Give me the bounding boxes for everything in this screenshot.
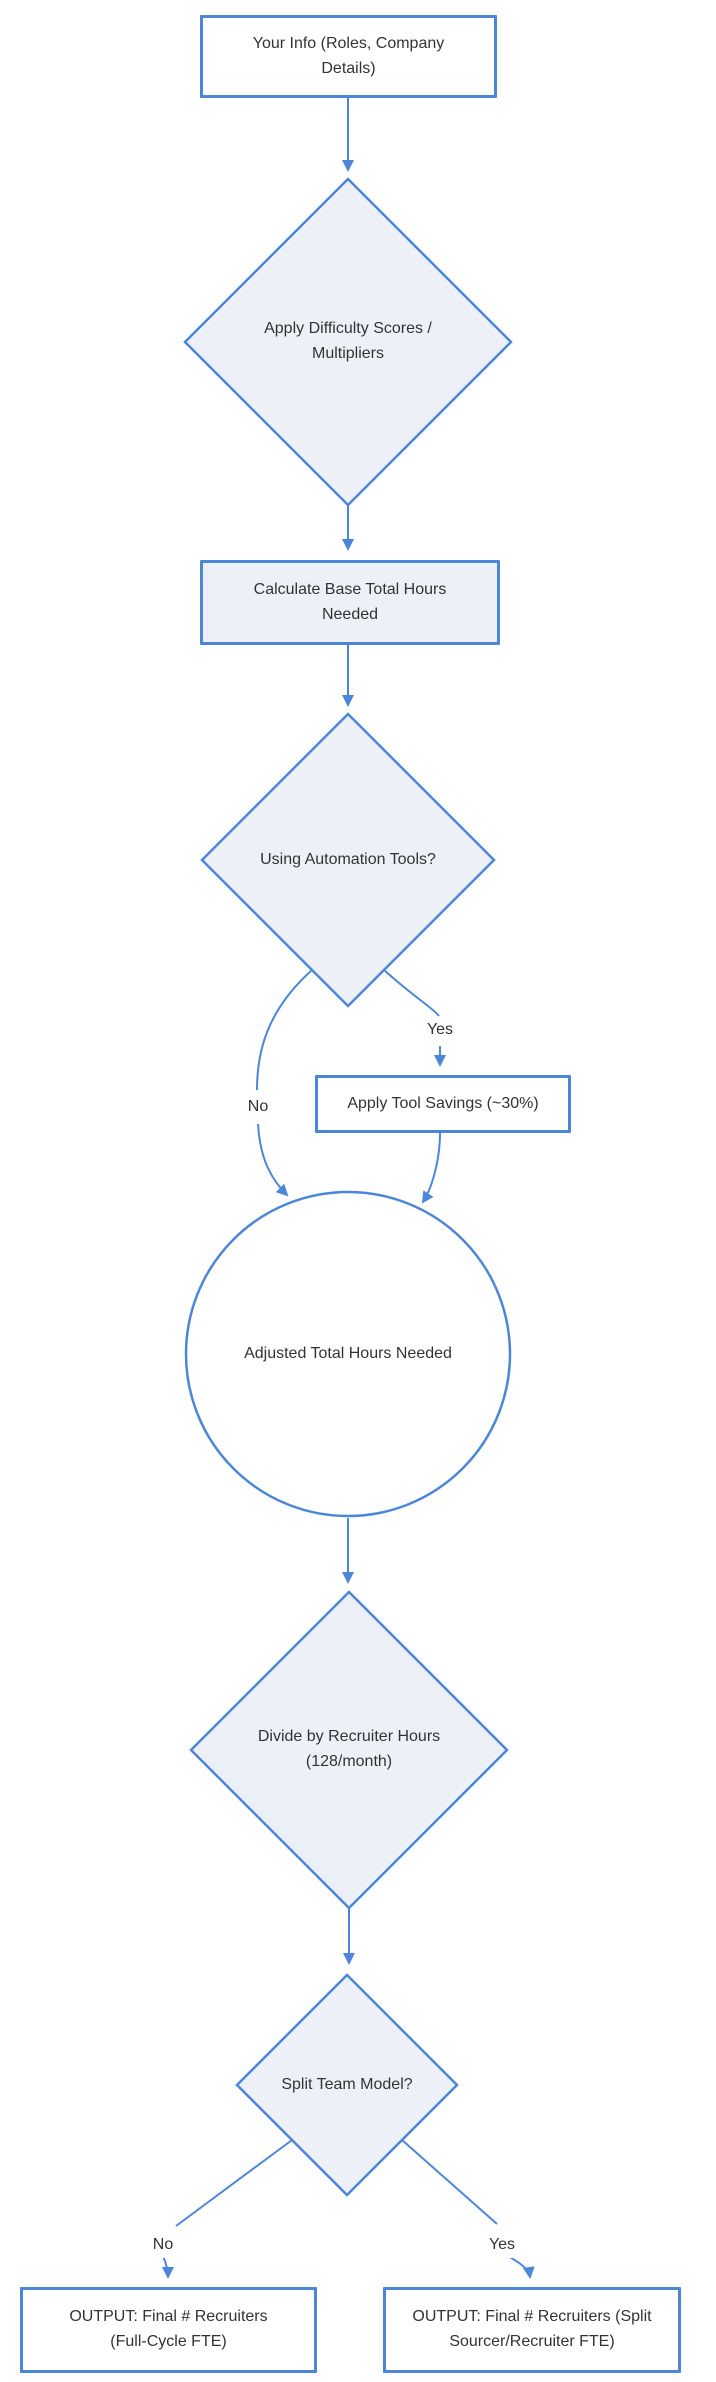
node-output-full-cycle-label: OUTPUT: Final # Recruiters (Full-Cycle F… <box>69 2308 268 2350</box>
edge-label-split-no: No <box>143 2232 183 2258</box>
node-divide-label: Divide by Recruiter Hours (128/month) <box>257 1728 441 1770</box>
node-output-split-label: OUTPUT: Final # Recruiters (Split Source… <box>412 2308 652 2350</box>
node-split-model-label: Split Team Model? <box>281 2075 413 2093</box>
node-tool-savings-label: Apply Tool Savings (~30%) <box>347 1094 539 1112</box>
node-base-hours: Calculate Base Total Hours Needed <box>200 560 500 645</box>
diamond-difficulty <box>183 177 513 507</box>
edge-label-automation-yes: Yes <box>418 1017 462 1043</box>
node-automation-label: Using Automation Tools? <box>260 850 436 868</box>
edge-tool-savings-to-adjusted <box>421 1132 441 1204</box>
edge-automation-yes-upper <box>383 969 440 1017</box>
edge-split-yes-arrow <box>507 2255 535 2279</box>
edge-label-automation-no: No <box>238 1094 278 1120</box>
node-base-hours-label: Calculate Base Total Hours Needed <box>253 580 447 623</box>
edge-split-no-diagonal <box>175 2139 293 2227</box>
diamond-divide <box>189 1590 509 1910</box>
node-output-full-cycle: OUTPUT: Final # Recruiters (Full-Cycle F… <box>20 2287 317 2373</box>
circle-adjusted-hours <box>184 1190 512 1518</box>
node-your-info: Your Info (Roles, Company Details) <box>200 15 497 98</box>
diamond-automation <box>200 712 496 1008</box>
edge-automation-no-lower <box>257 1123 289 1197</box>
diamond-split-model <box>235 1973 459 2197</box>
edge-split-yes-diagonal <box>401 2139 498 2225</box>
node-output-split: OUTPUT: Final # Recruiters (Split Source… <box>383 2287 681 2373</box>
node-your-info-label: Your Info (Roles, Company Details) <box>252 34 445 77</box>
node-tool-savings: Apply Tool Savings (~30%) <box>315 1075 571 1133</box>
node-adjusted-hours-label: Adjusted Total Hours Needed <box>244 1344 452 1362</box>
node-difficulty-label: Apply Difficulty Scores / Multipliers <box>264 320 432 362</box>
edge-automation-no-upper <box>256 969 313 1091</box>
edge-split-no-arrow <box>161 2255 174 2279</box>
edge-label-split-yes: Yes <box>480 2232 524 2258</box>
